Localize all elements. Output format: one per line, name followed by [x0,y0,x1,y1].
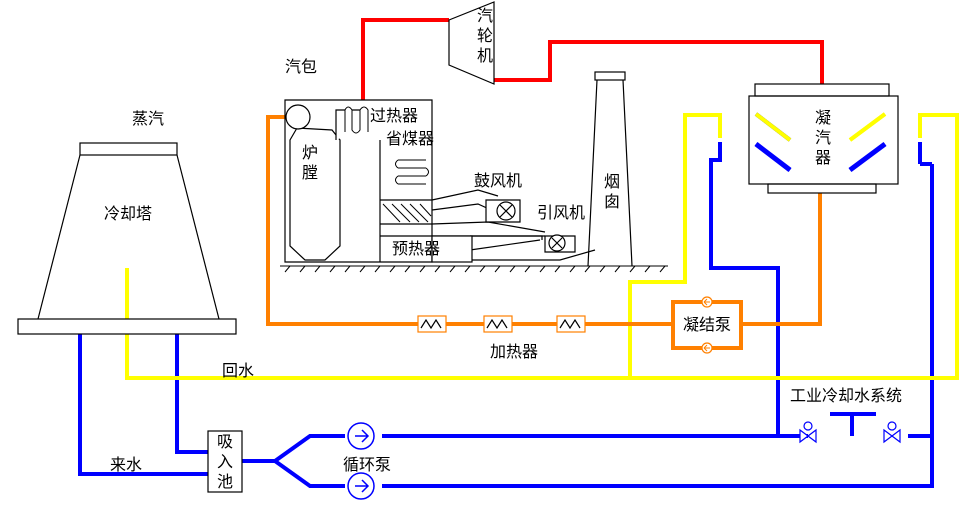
condensate-pump-box [671,296,743,354]
turbine-label: 汽轮机 [476,6,493,65]
circulating-pump-icon [347,422,375,450]
industrial-cooling-system-label: 工业冷却水系统 [790,386,903,405]
steam-lines [361,18,824,103]
cooling-water-lines [78,142,934,488]
incoming-water-label: 来水 [110,455,143,474]
heater-icon [556,315,586,333]
furnace-label: 炉膛 [301,143,318,182]
induced-draft-fan-icon [544,234,576,253]
cooling-tower-label: 冷却塔 [104,204,153,223]
condenser-yellow-inner [754,112,887,142]
drum-label: 汽包 [285,57,318,76]
heater-icon [417,315,447,333]
drum-icon [285,104,311,130]
condenser-blue-inner [754,142,887,172]
superheater-label: 过热器 [370,106,419,125]
heater-label: 加热器 [490,342,539,361]
condensate-pump-label: 凝结泵 [683,315,732,334]
turbine-shape [448,1,495,85]
cooling-tower-shape [17,142,237,335]
steam-label: 蒸汽 [132,109,165,128]
condenser-label: 凝汽器 [814,108,831,167]
air-preheater-label: 预热器 [392,239,441,258]
induced-draft-fan-label: 引风机 [537,203,586,222]
economizer-label: 省煤器 [386,129,435,148]
circulating-pump-icon [347,472,375,500]
suction-pool-label: 吸入池 [216,432,233,491]
chimney-label: 烟囱 [603,172,620,211]
circulating-pump-label: 循环泵 [343,455,392,474]
cooling-system-manifold [830,412,876,436]
forced-draft-fan-label: 鼓风机 [474,171,523,190]
boiler-shape [284,99,433,263]
return-water-label: 回水 [222,361,255,380]
chimney-shape [587,71,633,267]
forced-draft-fan-icon [485,199,521,223]
valve-icon [883,421,901,444]
valve-icon [799,421,817,444]
condenser-shape [748,83,899,194]
heater-icon [483,315,513,333]
ground-line [280,265,668,273]
suction-pool-box [207,430,243,493]
